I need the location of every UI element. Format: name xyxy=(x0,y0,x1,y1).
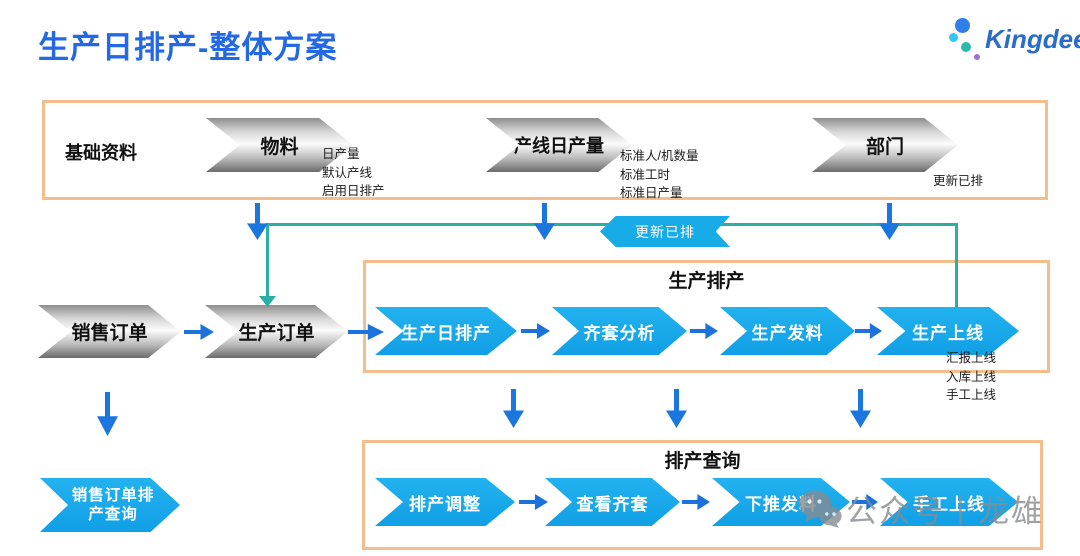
production-scheduling-title: 生产排产 xyxy=(668,271,745,292)
logo-dot-cyan-icon xyxy=(949,33,958,42)
step-label: 查看齐套 xyxy=(576,494,649,514)
right-arrow-icon xyxy=(184,324,214,340)
down-arrow-icon xyxy=(850,389,871,428)
teal-connector-line xyxy=(266,223,269,297)
kingdee-logo: Kingdee xyxy=(945,12,1080,64)
step-label: 齐套分析 xyxy=(583,323,656,343)
update-scheduled-label: 更新已排 xyxy=(635,223,695,240)
sales-order-query-label: 销售订单排产查询 xyxy=(71,486,155,523)
production-order-label: 生产订单 xyxy=(238,323,315,344)
step-label: 排产调整 xyxy=(409,494,481,514)
logo-dot-purple-icon xyxy=(974,54,980,60)
step-label: 手工上线 xyxy=(913,494,985,514)
sales-order-arrow: 销售订单 xyxy=(38,305,181,358)
step-label: 生产发料 xyxy=(751,323,824,343)
line-daily-output-label: 产线日产量 xyxy=(514,136,604,156)
logo-dot-teal-icon xyxy=(961,42,971,52)
teal-connector-line xyxy=(955,223,958,308)
down-arrow-icon xyxy=(247,203,268,240)
watermark: 公众号丨龙雄 xyxy=(798,486,1044,531)
base-data-label: 基础资料 xyxy=(65,143,137,163)
note-line: 标准工时 xyxy=(620,167,671,182)
material-notes: 日产量 默认产线 启用日排产 xyxy=(322,145,385,201)
wechat-icon xyxy=(799,490,842,528)
down-arrow-icon xyxy=(879,203,900,240)
step-label: 下推发料 xyxy=(745,494,817,514)
note-line: 汇报上线 xyxy=(946,351,997,365)
down-arrow-icon xyxy=(666,389,687,428)
note-line: 手工上线 xyxy=(946,388,997,402)
department-arrow: 部门 xyxy=(812,118,958,172)
note-line: 标准日产量 xyxy=(620,186,683,200)
note-line: 默认产线 xyxy=(322,165,373,180)
department-notes: 更新已排 xyxy=(933,172,983,191)
scheduling-query-title: 排产查询 xyxy=(664,451,741,472)
step-label: 生产上线 xyxy=(912,323,984,343)
note-line: 启用日排产 xyxy=(322,184,385,198)
sales-order-label: 销售订单 xyxy=(71,323,148,344)
line-daily-output-arrow: 产线日产量 xyxy=(486,118,632,172)
note-line: 标准人/机数量 xyxy=(620,149,699,163)
sales-order-query-arrow: 销售订单排产查询 xyxy=(40,478,180,532)
logo-dot-blue-icon xyxy=(955,18,970,33)
material-arrow-label: 物料 xyxy=(260,136,299,158)
step-label: 生产日排产 xyxy=(401,323,491,343)
production-order-arrow: 生产订单 xyxy=(205,305,348,358)
teal-arrowhead-icon xyxy=(259,296,276,307)
down-arrow-icon xyxy=(534,203,555,240)
down-arrow-icon xyxy=(503,389,524,428)
logo-brand-text: Kingdee xyxy=(985,24,1080,54)
down-arrow-icon xyxy=(97,392,118,436)
page-title: 生产日排产-整体方案 xyxy=(38,30,338,65)
step-kit-analysis: 齐套分析 xyxy=(552,307,687,355)
watermark-text: 公众号丨龙雄 xyxy=(846,494,1044,529)
note-line: 入库上线 xyxy=(946,369,997,384)
note-line: 更新已排 xyxy=(933,174,984,188)
department-arrow-label: 部门 xyxy=(865,136,904,158)
note-line: 日产量 xyxy=(322,147,360,161)
production-online-notes: 汇报上线 入库上线 手工上线 xyxy=(946,349,996,405)
line-daily-output-notes: 标准人/机数量 标准工时 标准日产量 xyxy=(620,147,698,203)
update-scheduled-banner: 更新已排 xyxy=(600,216,730,247)
